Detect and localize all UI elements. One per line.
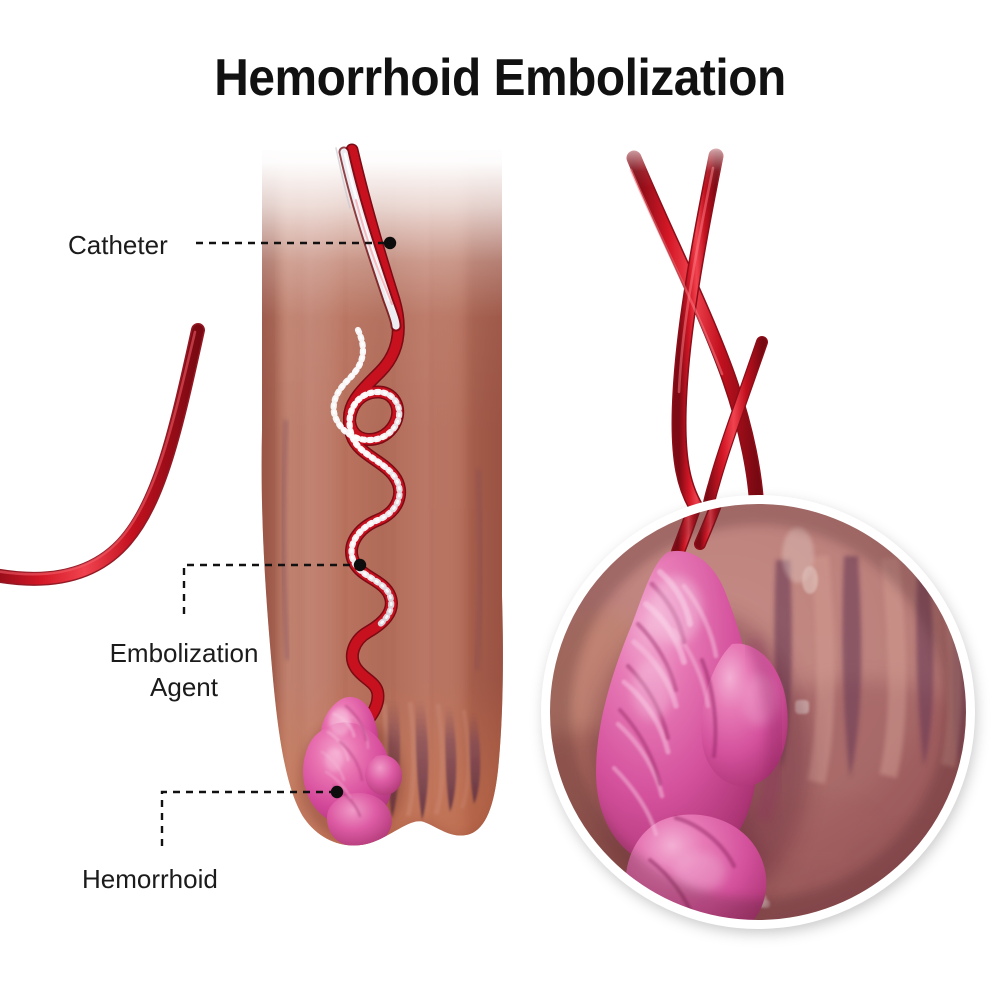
page-title: Hemorrhoid Embolization (214, 49, 786, 107)
label-embolization-agent: Embolization Agent (109, 638, 259, 703)
leader-lines (160, 241, 388, 846)
leader-embolization (182, 563, 358, 614)
intraluminal-vessel-system (330, 143, 406, 783)
left-feeding-vessel (0, 323, 205, 586)
magnified-inset (541, 495, 975, 929)
label-catheter: Catheter (68, 230, 168, 260)
anchor-dot-hemorrhoid (330, 785, 344, 799)
leader-anchor-dots (330, 236, 397, 799)
label-hemorrhoid: Hemorrhoid (82, 864, 218, 894)
anchor-dot-embolization (353, 558, 367, 572)
feeding-vessels-group (590, 140, 820, 534)
anchor-dot-catheter (383, 236, 397, 250)
leader-hemorrhoid (160, 790, 335, 846)
hemorrhoid-mass (300, 696, 404, 846)
catheter-tube (335, 146, 402, 332)
embolization-beads (330, 326, 403, 630)
